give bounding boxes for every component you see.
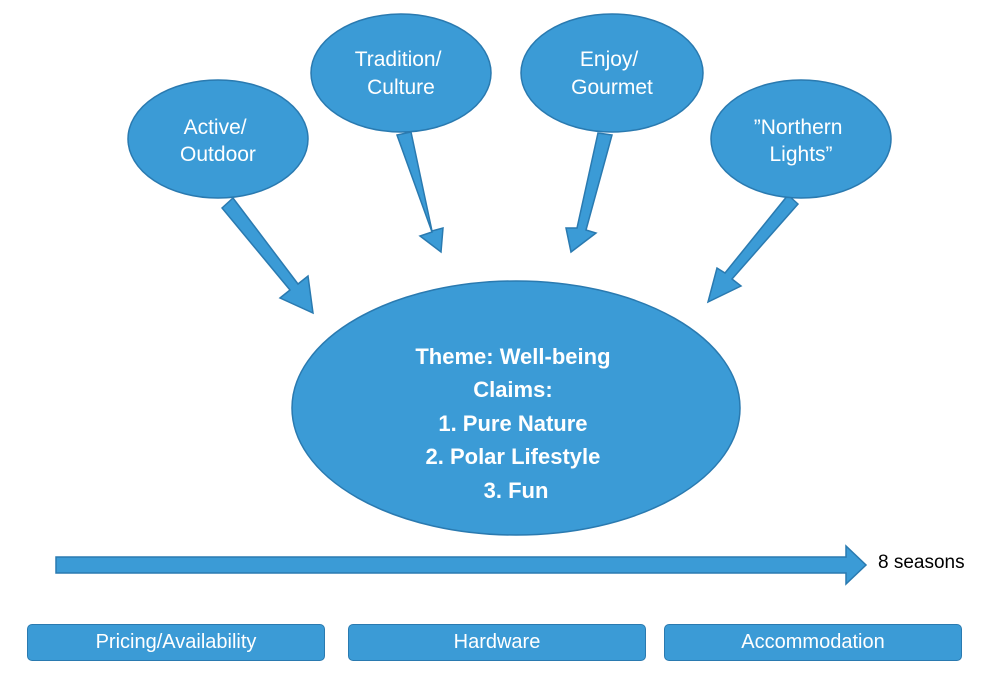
svg-text:Enjoy/ Gourmet: Enjoy/ Gourmet bbox=[571, 48, 653, 99]
center-claim-2: 2. Polar Lifestyle bbox=[426, 444, 601, 469]
bubble-northern-lights-line-2: Lights” bbox=[769, 143, 832, 166]
svg-text:Tradition/ Culture: Tradition/ Culture bbox=[355, 48, 448, 99]
box-pricing-availability: Pricing/Availability bbox=[27, 624, 325, 661]
arrow-enjoy-to-center bbox=[565, 132, 613, 254]
bubble-enjoy-gourmet: Enjoy/ Gourmet bbox=[520, 13, 704, 133]
timeline-label: 8 seasons bbox=[878, 552, 965, 573]
bubble-tradition-culture-line-1: Tradition/ bbox=[355, 48, 442, 71]
arrow-tradition-to-center bbox=[396, 131, 444, 254]
svg-text:Theme: Well-being Claims: Theme: Well-being Claims: 1. Pure Nature… bbox=[415, 344, 616, 503]
bubble-active-outdoor-line-2: Outdoor bbox=[180, 143, 256, 166]
center-claim-1: 1. Pure Nature bbox=[438, 411, 587, 436]
bubble-tradition-culture: Tradition/ Culture bbox=[310, 13, 492, 133]
bubble-active-outdoor-line-1: Active/ bbox=[184, 116, 247, 139]
bubble-northern-lights-shape bbox=[710, 79, 892, 199]
box-pricing-availability-label: Pricing/Availability bbox=[95, 631, 257, 653]
box-accommodation: Accommodation bbox=[664, 624, 962, 661]
arrow-northern-to-center bbox=[706, 193, 800, 304]
svg-text:Active/ Outdoor: Active/ Outdoor bbox=[180, 116, 256, 166]
box-accommodation-label: Accommodation bbox=[741, 631, 885, 653]
center-claims-heading: Claims: bbox=[473, 377, 552, 402]
bubble-northern-lights: ”Northern Lights” bbox=[710, 79, 892, 199]
arrow-active-to-center bbox=[220, 196, 314, 315]
bubble-northern-lights-line-1: ”Northern bbox=[754, 116, 843, 139]
timeline-arrow bbox=[55, 544, 868, 586]
center-theme-line: Theme: Well-being bbox=[415, 344, 610, 369]
box-hardware-label: Hardware bbox=[453, 631, 541, 653]
bubble-tradition-culture-line-2: Culture bbox=[367, 76, 435, 99]
bubble-active-outdoor: Active/ Outdoor bbox=[127, 79, 309, 199]
center-claim-3: 3. Fun bbox=[484, 478, 549, 503]
center-theme: Theme: Well-being Claims: 1. Pure Nature… bbox=[291, 280, 741, 536]
bubble-enjoy-gourmet-line-2: Gourmet bbox=[571, 76, 653, 99]
bubble-enjoy-gourmet-line-1: Enjoy/ bbox=[580, 48, 639, 71]
center-theme-shape bbox=[291, 280, 741, 536]
bubble-active-outdoor-shape bbox=[127, 79, 309, 199]
bubble-enjoy-gourmet-shape bbox=[520, 13, 704, 133]
bubble-tradition-culture-shape bbox=[310, 13, 492, 133]
svg-text:”Northern Lights”: ”Northern Lights” bbox=[754, 116, 849, 166]
box-hardware: Hardware bbox=[348, 624, 646, 661]
